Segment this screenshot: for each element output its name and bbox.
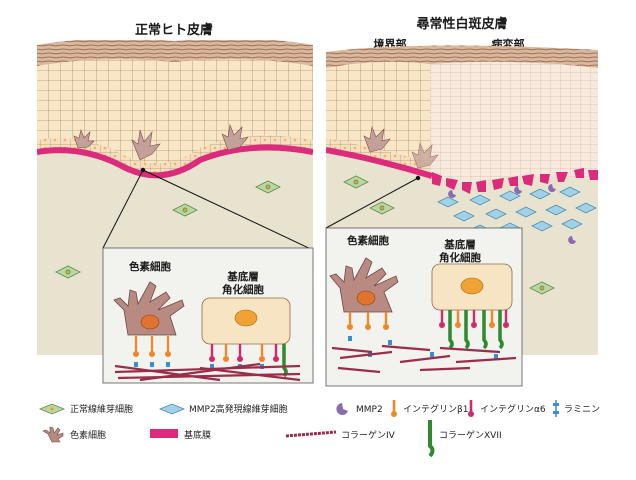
left-stratum-corneum — [37, 40, 313, 66]
right-normal-fibroblasts — [343, 175, 555, 295]
left-basement-membrane — [37, 144, 313, 179]
mmp2-fibroblast-icon — [158, 403, 186, 415]
left-epidermal-melanocytes — [73, 123, 249, 161]
legend-label-collagen-iv: コラーゲンIV — [341, 429, 396, 441]
left-inset: 色素細胞 基底層 角化細胞 — [102, 247, 314, 384]
right-basement-membrane-intact — [326, 147, 433, 179]
legend-item-melanocyte: 色素細胞 — [42, 426, 106, 443]
right-basement-membrane-disrupted — [432, 168, 598, 194]
legend-label-mmp2: MMP2 — [356, 405, 383, 415]
legend-label-collagen-xvii: コラーゲンXVII — [439, 429, 502, 441]
right-inset-basal-label-1: 基底層 — [443, 238, 476, 251]
right-panel-title: 尋常性白斑皮膚 — [416, 16, 507, 32]
melanocyte-icon — [42, 426, 64, 443]
left-zoom-line-2 — [142, 169, 313, 251]
right-epidermal-melanocytes — [363, 125, 439, 169]
mmp2-icon — [336, 403, 348, 415]
left-basal-layer — [37, 135, 313, 176]
right-zoom-line — [326, 177, 419, 229]
legend-label-laminin: ラミニン — [564, 404, 600, 415]
right-mmp2-molecules — [448, 184, 576, 244]
left-panel: 正常ヒト皮膚 — [37, 22, 314, 384]
right-inset-basal-label-2: 角化細胞 — [439, 251, 481, 264]
left-panel-title: 正常ヒト皮膚 — [135, 22, 213, 38]
right-inset-melanocyte-label: 色素細胞 — [347, 234, 389, 247]
collagen-iv-icon — [285, 430, 337, 438]
legend-item-collagen-iv: コラーゲンIV — [285, 429, 396, 441]
left-inset-melanocyte-label: 色素細胞 — [129, 260, 171, 273]
left-inset-basal-label-1: 基底層 — [226, 270, 259, 283]
left-inset-collagen-iv — [114, 362, 301, 382]
right-inset-integrins — [347, 310, 509, 359]
laminin-icon — [553, 400, 559, 417]
legend-item-integrin-alpha6: インテグリンα6 — [468, 400, 546, 417]
legend-item-integrin-beta1: インテグリンβ1 — [391, 400, 468, 417]
legend-label-normal-fibroblast: 正常線維芽細胞 — [70, 403, 133, 415]
legend-label-mmp2-fibroblast: MMP2高発現線維芽細胞 — [189, 403, 288, 415]
legend-item-collagen-xvii: コラーゲンXVII — [428, 420, 502, 458]
right-inset-collagen-iv — [331, 344, 517, 374]
left-zoom-line-1 — [102, 169, 144, 249]
left-inset-melanocyte — [113, 281, 185, 336]
legend-item-mmp2: MMP2 — [336, 403, 383, 415]
legend-item-basement-membrane: 基底膜 — [150, 429, 211, 441]
legend-label-integrin-alpha6: インテグリンα6 — [480, 403, 546, 415]
right-stratum-corneum — [326, 45, 598, 68]
right-epidermis-lesion — [430, 56, 598, 185]
legend-label-melanocyte: 色素細胞 — [70, 429, 106, 441]
legend: 正常線維芽細胞 MMP2高発現線維芽細胞 MMP2 インテグリンβ1 インテグリ… — [38, 400, 600, 458]
legend-label-basement-membrane: 基底膜 — [184, 429, 211, 441]
legend-item-normal-fibroblast: 正常線維芽細胞 — [38, 403, 133, 415]
right-inset-melanocyte — [329, 257, 399, 313]
basement-membrane-icon — [150, 429, 178, 438]
legend-item-mmp2-fibroblast: MMP2高発現線維芽細胞 — [158, 403, 288, 415]
right-inset: 色素細胞 基底層 角化細胞 — [325, 227, 523, 387]
legend-item-laminin: ラミニン — [553, 400, 600, 417]
right-panel: 尋常性白斑皮膚 境界部 病変部 — [325, 16, 598, 387]
legend-label-integrin-beta1: インテグリンβ1 — [403, 403, 468, 415]
left-inset-basal-label-2: 角化細胞 — [222, 283, 264, 296]
left-normal-fibroblasts — [55, 180, 281, 279]
collagen-xvii-icon — [428, 420, 435, 458]
